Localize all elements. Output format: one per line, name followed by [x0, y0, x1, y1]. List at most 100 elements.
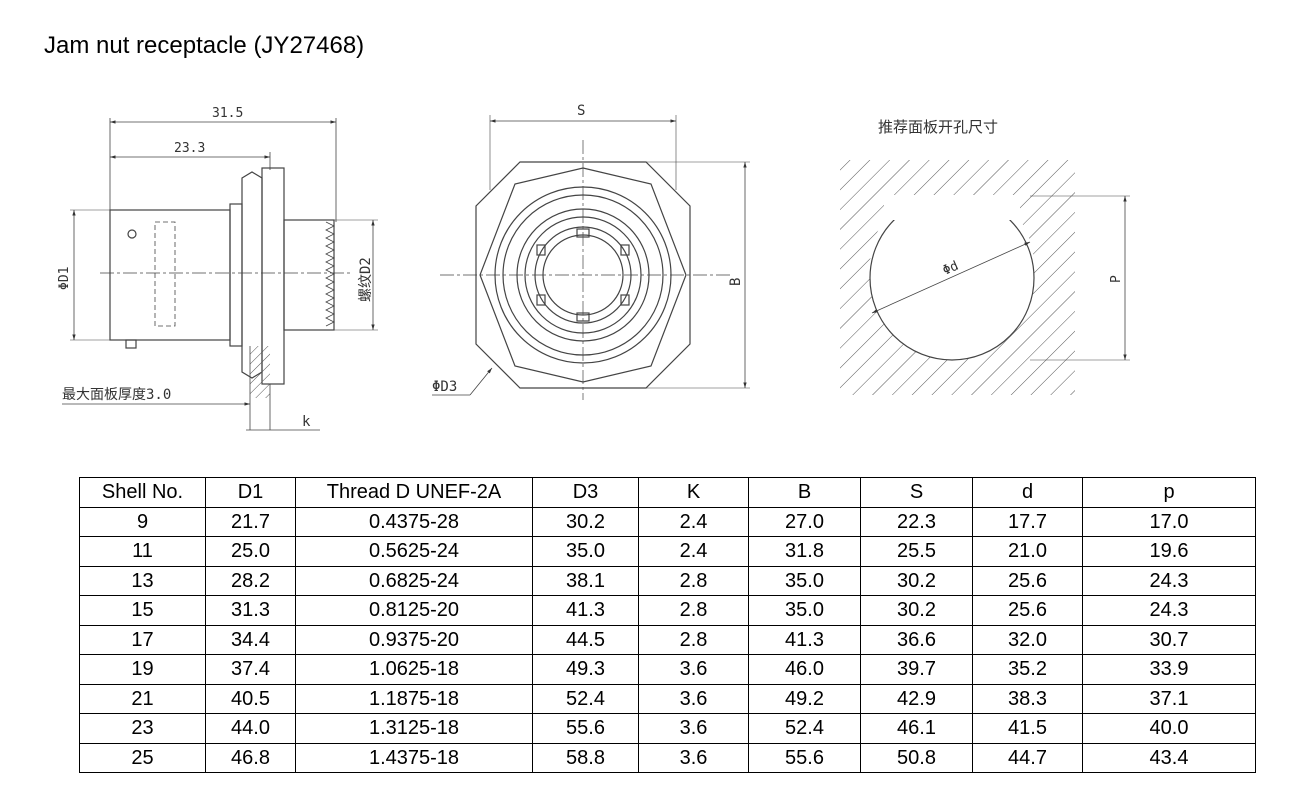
d1-label: ΦD1: [57, 267, 72, 290]
table-cell: 44.0: [205, 713, 296, 744]
table-cell: 39.7: [860, 654, 973, 685]
table-cell: 25.0: [205, 536, 296, 567]
table-cell: 55.6: [532, 713, 639, 744]
panel-cutout-drawing: [840, 160, 1130, 395]
table-cell: 27.0: [748, 506, 861, 537]
table-cell: 15: [79, 595, 206, 626]
table-cell: 1.0625-18: [295, 654, 533, 685]
table-cell: 35.0: [532, 536, 639, 567]
table-cell: 52.4: [748, 713, 861, 744]
table-cell: 52.4: [532, 683, 639, 714]
table-cell: 35.0: [748, 595, 861, 626]
table-cell: 40.5: [205, 683, 296, 714]
table-cell: 19: [79, 654, 206, 685]
table-cell: 21: [79, 683, 206, 714]
table-cell: 36.6: [860, 624, 973, 655]
table-cell: 49.3: [532, 654, 639, 685]
technical-drawings: 31.5 23.3 ΦD1 螺纹D2 最大面板厚度3.0 k: [57, 103, 1130, 431]
table-cell: 23: [79, 713, 206, 744]
d-label: Φd: [941, 259, 961, 279]
table-cell: 35.0: [748, 565, 861, 596]
table-cell: 24.3: [1082, 595, 1256, 626]
col-header: B: [748, 477, 861, 508]
table-cell: 31.3: [205, 595, 296, 626]
s-label: S: [577, 103, 585, 119]
table-cell: 30.2: [860, 565, 973, 596]
table-cell: 21.0: [972, 536, 1083, 567]
table-cell: 25.6: [972, 565, 1083, 596]
col-header: p: [1082, 477, 1256, 508]
col-header: D1: [205, 477, 296, 508]
table-cell: 25.5: [860, 536, 973, 567]
table-cell: 41.3: [532, 595, 639, 626]
table-cell: 19.6: [1082, 536, 1256, 567]
page-title: Jam nut receptacle (JY27468): [44, 32, 365, 59]
col-header: K: [638, 477, 749, 508]
table-cell: 2.4: [638, 506, 749, 537]
table-cell: 3.6: [638, 742, 749, 773]
table-cell: 28.2: [205, 565, 296, 596]
table-cell: 3.6: [638, 654, 749, 685]
table-cell: 44.7: [972, 742, 1083, 773]
table-cell: 38.1: [532, 565, 639, 596]
cutout-caption: 推荐面板开孔尺寸: [878, 118, 998, 136]
table-cell: 33.9: [1082, 654, 1256, 685]
table-cell: 37.4: [205, 654, 296, 685]
table-cell: 2.8: [638, 624, 749, 655]
d3-label: ΦD3: [432, 379, 457, 395]
table-cell: 2.4: [638, 536, 749, 567]
k-label: k: [302, 414, 311, 430]
col-header: S: [860, 477, 973, 508]
table-cell: 2.8: [638, 595, 749, 626]
table-cell: 13: [79, 565, 206, 596]
table-cell: 17: [79, 624, 206, 655]
table-cell: 0.6825-24: [295, 565, 533, 596]
table-cell: 55.6: [748, 742, 861, 773]
col-header: D3: [532, 477, 639, 508]
table-cell: 31.8: [748, 536, 861, 567]
table-cell: 21.7: [205, 506, 296, 537]
table-cell: 44.5: [532, 624, 639, 655]
table-cell: 30.2: [532, 506, 639, 537]
table-cell: 34.4: [205, 624, 296, 655]
table-header-row: Shell No. D1 Thread D UNEF-2A D3 K B S d…: [79, 477, 1256, 508]
thread-label: 螺纹D2: [358, 257, 374, 302]
specification-table: Shell No. D1 Thread D UNEF-2A D3 K B S d…: [79, 477, 1256, 773]
table-cell: 11: [79, 536, 206, 567]
table-cell: 37.1: [1082, 683, 1256, 714]
col-header: Shell No.: [79, 477, 206, 508]
table-cell: 30.7: [1082, 624, 1256, 655]
table-cell: 1.3125-18: [295, 713, 533, 744]
dim-body-label: 23.3: [174, 141, 205, 156]
table-cell: 30.2: [860, 595, 973, 626]
table-cell: 0.9375-20: [295, 624, 533, 655]
col-header: d: [972, 477, 1083, 508]
dim-overall-label: 31.5: [212, 106, 243, 121]
p-label: P: [1109, 275, 1124, 283]
panel-thickness-label: 最大面板厚度3.0: [62, 387, 171, 403]
b-label: B: [728, 278, 744, 286]
table-cell: 3.6: [638, 713, 749, 744]
front-view-drawing: [432, 115, 750, 400]
table-cell: 41.5: [972, 713, 1083, 744]
table-cell: 46.1: [860, 713, 973, 744]
table-cell: 0.8125-20: [295, 595, 533, 626]
table-cell: 25: [79, 742, 206, 773]
table-cell: 50.8: [860, 742, 973, 773]
table-cell: 0.4375-28: [295, 506, 533, 537]
table-cell: 43.4: [1082, 742, 1256, 773]
table-cell: 32.0: [972, 624, 1083, 655]
table-cell: 22.3: [860, 506, 973, 537]
table-cell: 24.3: [1082, 565, 1256, 596]
col-header: Thread D UNEF-2A: [295, 477, 533, 508]
table-cell: 0.5625-24: [295, 536, 533, 567]
